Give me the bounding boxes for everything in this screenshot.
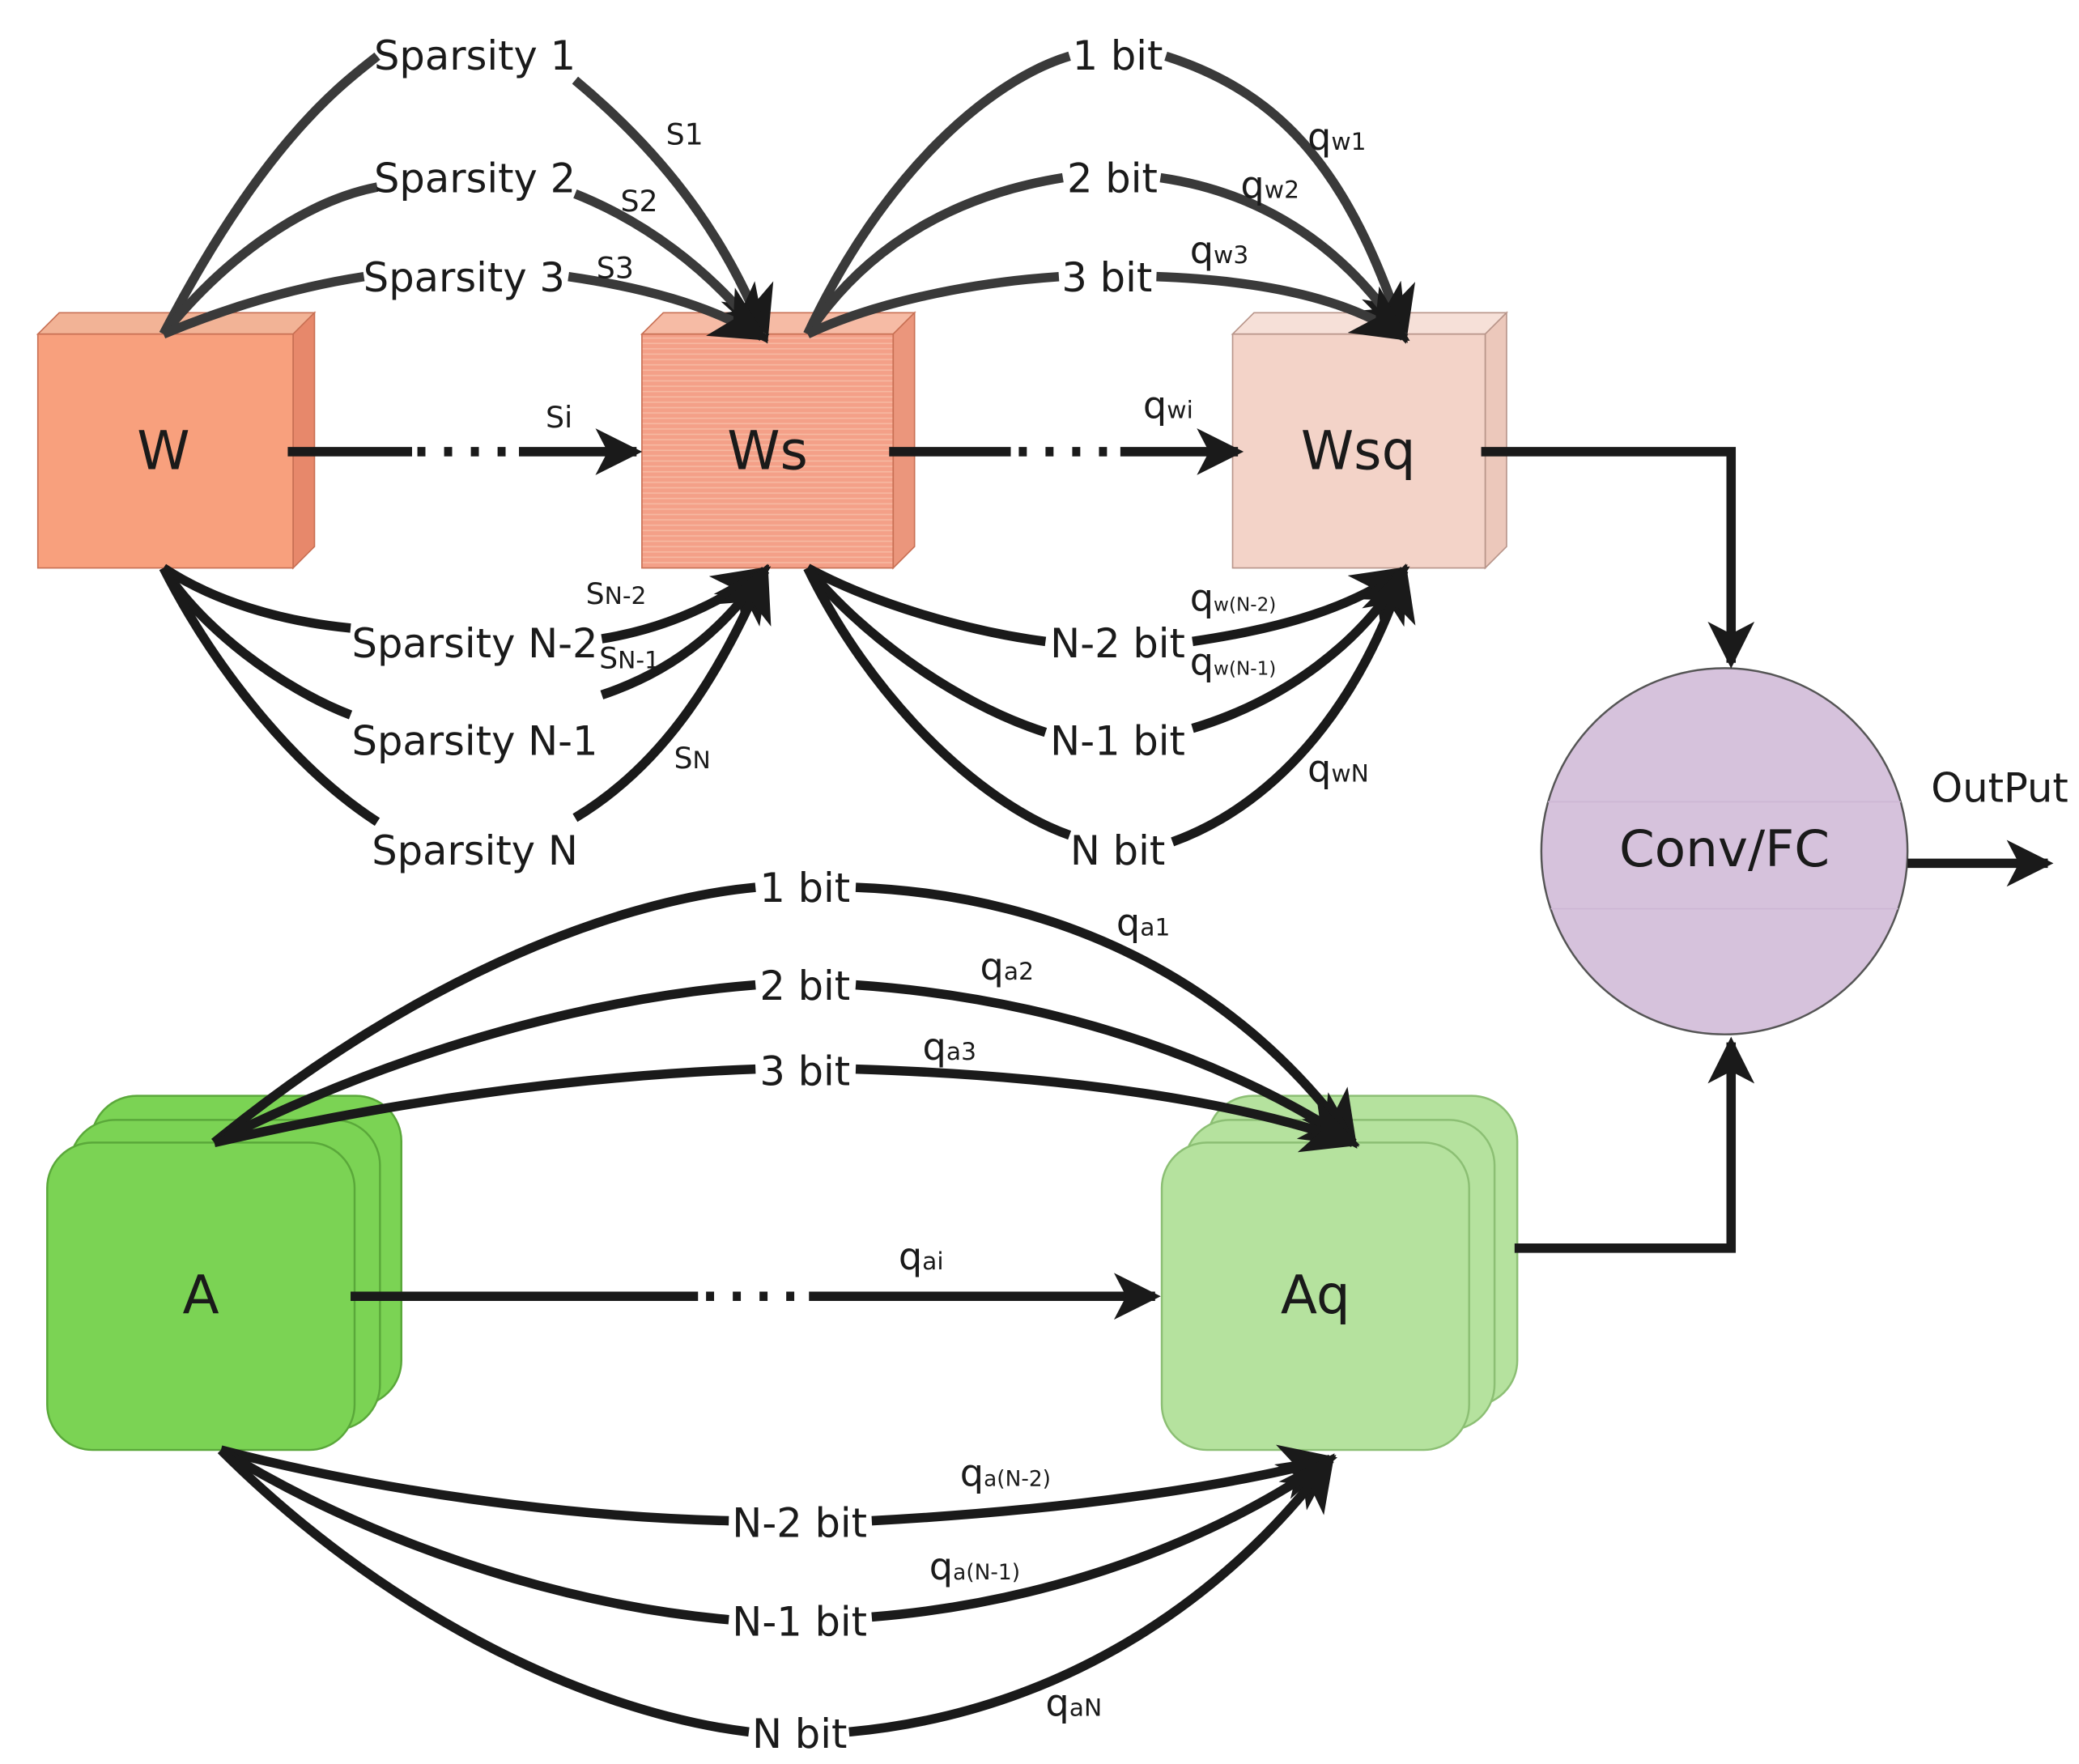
aq-1-label: 1 bit xyxy=(759,865,850,912)
edge-wq-3 xyxy=(806,271,1404,337)
qai-symbol: qai xyxy=(899,1235,944,1278)
w-front xyxy=(36,333,294,569)
ws-node: Ws xyxy=(640,311,916,570)
sparsity-n-label: Sparsity N xyxy=(372,827,578,874)
edge-sparsity-3 xyxy=(161,271,763,337)
wq-n-2-label: N-2 bit xyxy=(1050,620,1185,667)
aq-3-label: 3 bit xyxy=(759,1048,850,1095)
output-label: OutPut xyxy=(1931,764,2068,811)
qw3-symbol: qw3 xyxy=(1190,228,1249,272)
act-quant-edges xyxy=(210,882,1353,1737)
aq-2-label: 2 bit xyxy=(759,963,850,1010)
s1-symbol: S1 xyxy=(666,117,704,151)
sn-symbol: SN xyxy=(674,741,711,776)
sparsity-1-label: Sparsity 1 xyxy=(374,32,576,79)
qa2-symbol: qa2 xyxy=(980,945,1034,988)
a-node: A xyxy=(46,1095,403,1452)
qwn-symbol: qwN xyxy=(1307,747,1369,791)
wq-n-1-label: N-1 bit xyxy=(1050,718,1185,765)
conv-fc-node: Conv/FC xyxy=(1540,667,1909,1035)
act-quant-labels: 1 bit 2 bit 3 bit N-2 bit N-1 bit N bit xyxy=(732,865,867,1758)
sparsity-3-label: Sparsity 3 xyxy=(364,254,565,301)
edge-sparsity-n xyxy=(159,568,765,827)
aq-node: Aq xyxy=(1160,1095,1519,1452)
sparsity-edges xyxy=(159,52,765,827)
aq-label: Aq xyxy=(1281,1265,1350,1327)
qwi-symbol: qwi xyxy=(1143,384,1193,427)
qa-n-1-symbol: qa(N-1) xyxy=(929,1545,1020,1588)
sparsity-symbols: S1 S2 S3 Si SN-2 SN-1 SN xyxy=(546,117,711,776)
wsq-node: Wsq xyxy=(1231,311,1508,570)
edge-wq-1 xyxy=(803,51,1404,337)
aq-n-2-label: N-2 bit xyxy=(732,1499,867,1546)
si-symbol: Si xyxy=(546,400,572,435)
qa-n-2-symbol: qa(N-2) xyxy=(960,1452,1051,1495)
sparsity-2-label: Sparsity 2 xyxy=(374,155,576,202)
wsq-label: Wsq xyxy=(1301,419,1416,482)
sn-1-symbol: SN-1 xyxy=(599,640,660,675)
sparsity-labels: Sparsity 1 Sparsity 2 Sparsity 3 Sparsit… xyxy=(352,32,598,874)
s3-symbol: S3 xyxy=(597,250,634,285)
s2-symbol: S2 xyxy=(620,184,657,219)
edge-aq-n xyxy=(217,1450,1330,1737)
conv-fc-label: Conv/FC xyxy=(1619,819,1830,878)
qw-n-2-symbol: qw(N-2) xyxy=(1190,576,1277,619)
ws-label: Ws xyxy=(727,419,808,482)
sparsity-n-2-label: Sparsity N-2 xyxy=(352,620,598,667)
sparsity-n-1-label: Sparsity N-1 xyxy=(352,718,598,765)
wq-n-label: N bit xyxy=(1070,827,1165,874)
a-label: A xyxy=(183,1265,219,1327)
qw1-symbol: qw1 xyxy=(1307,115,1367,159)
wq-3-label: 3 bit xyxy=(1061,254,1152,301)
wsq-to-conv-edge xyxy=(1481,447,1755,669)
qa1-symbol: qa1 xyxy=(1116,901,1170,945)
edge-aq-1 xyxy=(210,882,1353,1142)
w-label: W xyxy=(137,419,189,482)
w-node: W xyxy=(36,311,317,570)
aq-n-label: N bit xyxy=(752,1711,847,1758)
w-side xyxy=(292,311,316,570)
act-quant-symbols: qa1 qa2 qa3 qai qa(N-2) qa(N-1) qaN xyxy=(899,901,1171,1725)
sn-2-symbol: SN-2 xyxy=(586,576,647,611)
weight-quant-edges xyxy=(803,51,1404,847)
output-connectors: OutPut xyxy=(1481,447,2068,1253)
qa3-symbol: qa3 xyxy=(923,1025,976,1069)
edge-wq-n xyxy=(803,568,1404,847)
qan-symbol: qaN xyxy=(1045,1681,1102,1725)
weight-quant-symbols: qw1 qw2 qw3 qwi qw(N-2) qw(N-1) qwN xyxy=(1143,115,1369,791)
wq-1-label: 1 bit xyxy=(1073,32,1163,79)
wq-2-label: 2 bit xyxy=(1067,155,1158,202)
aq-n-1-label: N-1 bit xyxy=(732,1599,867,1646)
aq-to-conv-edge xyxy=(1514,1036,1755,1253)
qw2-symbol: qw2 xyxy=(1240,163,1299,206)
weight-quant-labels: 1 bit 2 bit 3 bit N-2 bit N-1 bit N bit xyxy=(1050,32,1185,874)
edge-aq-3 xyxy=(213,1064,1353,1143)
qw-n-1-symbol: qw(N-1) xyxy=(1190,640,1277,684)
